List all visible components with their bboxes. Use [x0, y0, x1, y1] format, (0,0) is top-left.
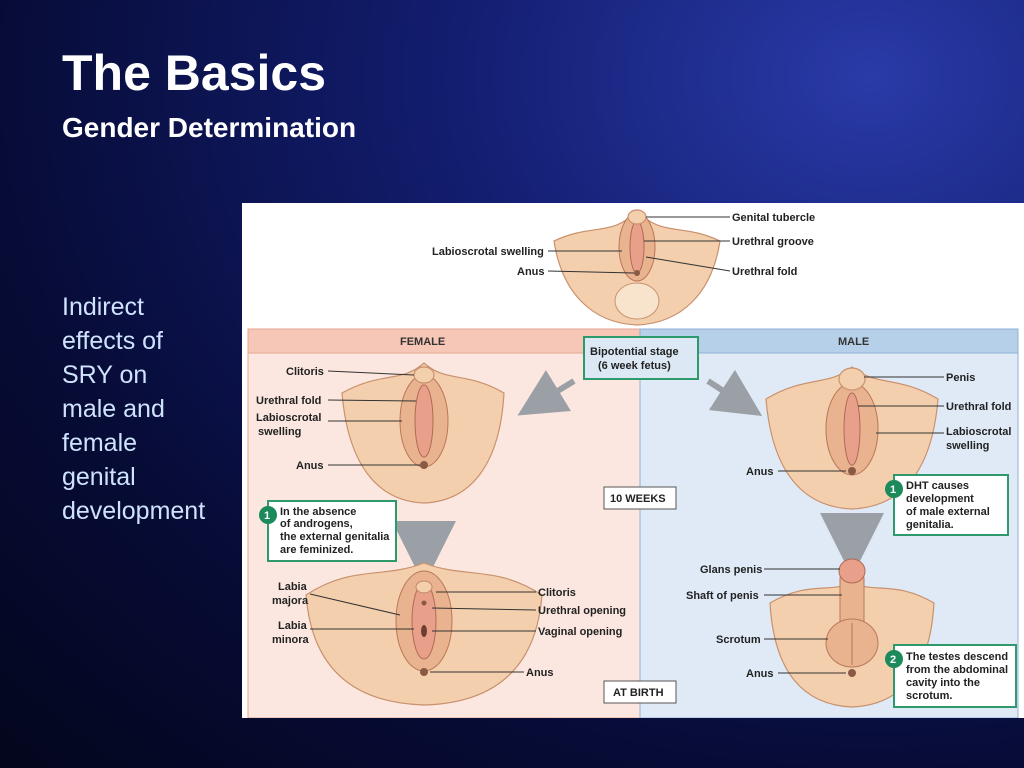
female-birth-labia-minora-2: minora: [272, 634, 310, 646]
female-note-box: [267, 500, 397, 562]
male-note2-line-2: from the abdominal: [906, 664, 1008, 676]
at-birth-label: AT BIRTH: [613, 687, 664, 699]
label-urethral-fold-top: Urethral fold: [732, 266, 797, 278]
male-birth-leaders: [764, 568, 846, 674]
male-note2-number: 2: [890, 654, 896, 666]
male-note1-line-3: of male external: [906, 506, 990, 518]
male10-urethral-fold: Urethral fold: [946, 401, 1011, 413]
female-10-leaders: [327, 370, 420, 466]
female10-labioscrotal-2: swelling: [258, 426, 301, 438]
male-note1-badge: [885, 480, 903, 498]
male-birth-scrotum: Scrotum: [716, 634, 761, 646]
flow-arrows: [392, 369, 884, 585]
male-birth-glans-penis: Glans penis: [700, 564, 762, 576]
male-10-leaders: [778, 376, 944, 472]
female-birth-leaders: [309, 591, 537, 673]
slide-subtitle: Gender Determination: [62, 112, 357, 143]
female-birth-labia-majora-1: Labia: [278, 581, 308, 593]
bipotential-line-1: Bipotential stage: [590, 346, 679, 358]
female-birth-vaginal-opening: Vaginal opening: [538, 626, 622, 638]
female-note-number: 1: [264, 510, 270, 522]
bipotential-line-2: (6 week fetus): [598, 360, 671, 372]
female-birth-labia-majora-2: majora: [272, 595, 309, 607]
top-leaders: [547, 216, 731, 274]
bipotential-illustration: [553, 209, 721, 326]
female-note-line-3: the external genitalia: [280, 531, 390, 543]
female-header: FEMALE: [400, 336, 445, 348]
label-urethral-groove: Urethral groove: [732, 236, 814, 248]
male-note1-line-2: development: [906, 493, 974, 505]
female10-urethral-fold: Urethral fold: [256, 395, 321, 407]
male10-labioscrotal-2: swelling: [946, 440, 989, 452]
slide-title: The Basics: [62, 45, 327, 101]
bipotential-box: [583, 336, 699, 380]
female-header-bar: [247, 328, 641, 354]
male-note2-line-4: scrotum.: [906, 690, 952, 702]
male-header: MALE: [838, 336, 869, 348]
genital-development-figure: FEMALE MALE Genital tubercle Urethral gr…: [242, 203, 1024, 718]
female-birth-urethral-opening: Urethral opening: [538, 605, 626, 617]
female-birth-illustration: [305, 562, 543, 706]
label-anus-top: Anus: [517, 266, 545, 278]
female-note-line-2: of androgens,: [280, 518, 353, 530]
female-birth-clitoris: Clitoris: [538, 587, 576, 599]
female-note-line-4: are feminized.: [280, 544, 353, 556]
ten-weeks-label: 10 WEEKS: [610, 493, 666, 505]
male10-anus: Anus: [746, 466, 774, 478]
label-labioscrotal-swelling-top: Labioscrotal swelling: [432, 246, 544, 258]
female-birth-labia-minora-1: Labia: [278, 620, 308, 632]
male-note1-box: [893, 474, 1009, 536]
ten-weeks-box: [603, 486, 677, 510]
male-note1-line-1: DHT causes: [906, 480, 969, 492]
male-note1-number: 1: [890, 484, 896, 496]
female10-clitoris: Clitoris: [286, 366, 324, 378]
male-birth-anus: Anus: [746, 668, 774, 680]
male-note2-box: [893, 644, 1017, 708]
female10-anus: Anus: [296, 460, 324, 472]
female-note-line-1: In the absence: [280, 506, 356, 518]
at-birth-box: [603, 680, 677, 704]
male-note2-line-3: cavity into the: [906, 677, 980, 689]
body-text: Indirect effects of SRY on male and fema…: [62, 293, 206, 525]
male-header-bar: [639, 328, 1019, 354]
male-note1-line-4: genitalia.: [906, 519, 954, 531]
female10-labioscrotal-1: Labioscrotal: [256, 412, 321, 424]
male-note2-badge: [885, 650, 903, 668]
female-note-badge: [259, 506, 277, 524]
male10-labioscrotal-1: Labioscrotal: [946, 426, 1011, 438]
label-genital-tubercle: Genital tubercle: [732, 212, 815, 224]
female-birth-anus: Anus: [526, 667, 554, 679]
female-10-weeks-illustration: [341, 362, 505, 504]
male-birth-shaft-of-penis: Shaft of penis: [686, 590, 759, 602]
male-note2-line-1: The testes descend: [906, 651, 1008, 663]
male10-penis: Penis: [946, 372, 975, 384]
